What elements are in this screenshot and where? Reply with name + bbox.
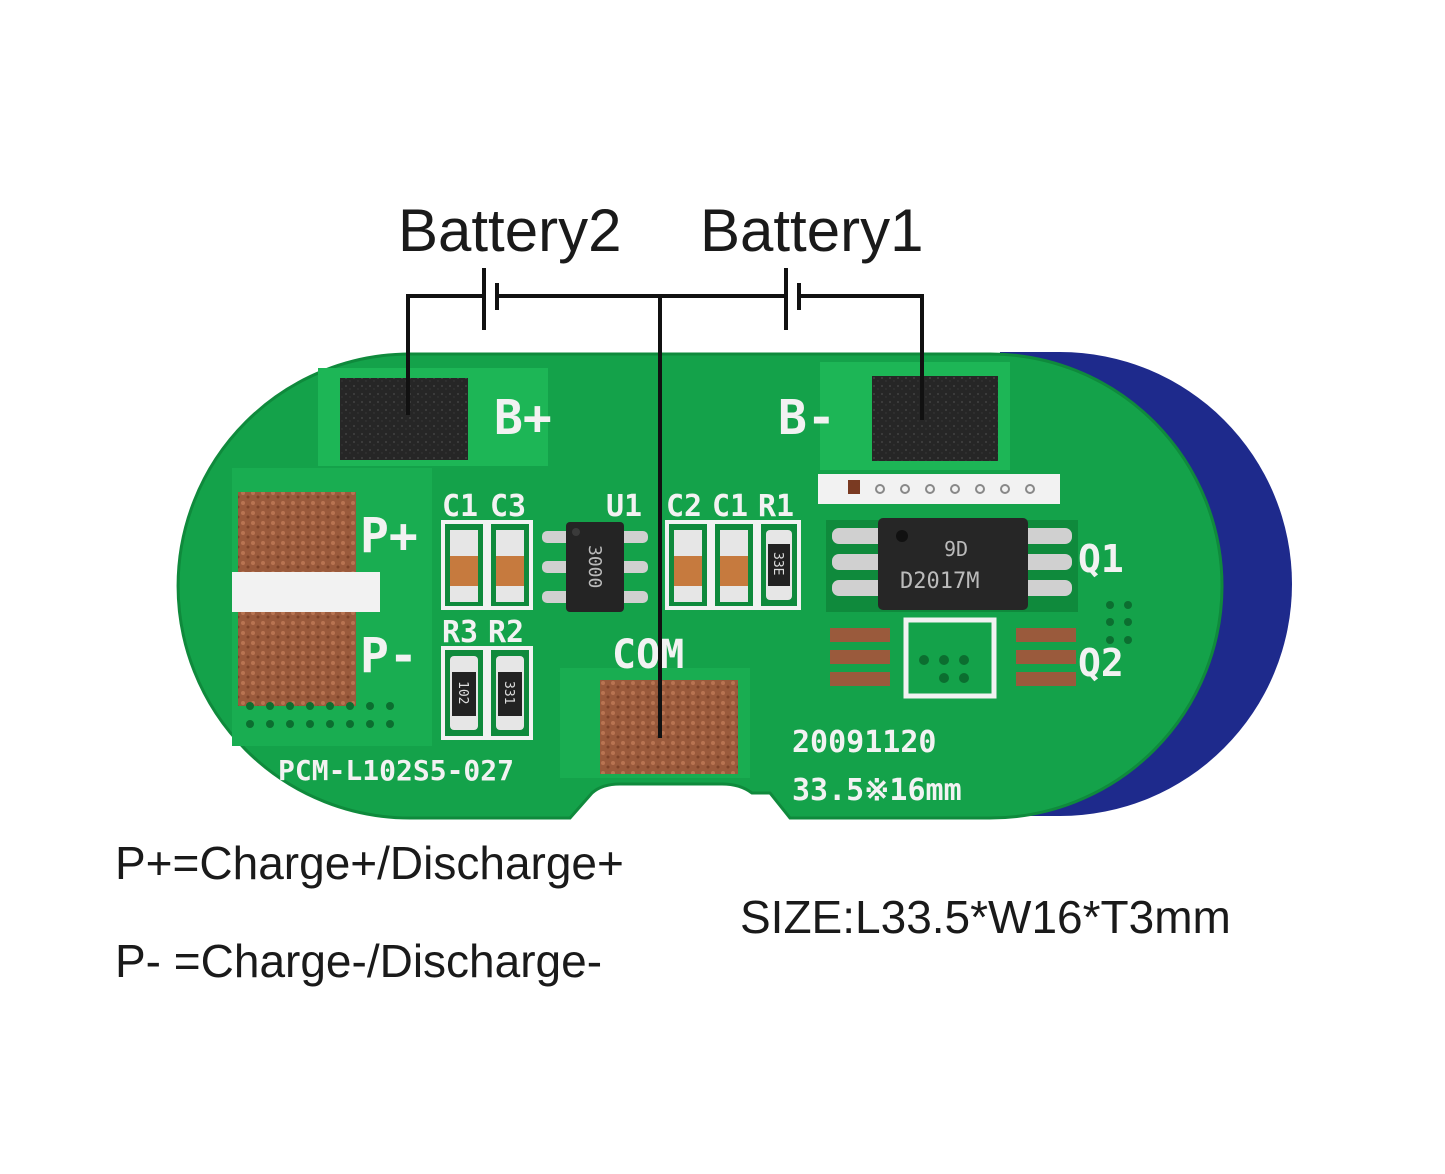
r2-code: 331 (501, 681, 516, 704)
ref-c3: C3 (490, 489, 526, 524)
b-plus-pad (340, 378, 468, 460)
ref-r3: R3 (442, 615, 478, 650)
ref-r1: R1 (758, 489, 794, 524)
legend-size: SIZE:L33.5*W16*T3mm (740, 891, 1231, 943)
pad-label-p-plus: P+ (360, 508, 418, 564)
b-minus-pad (872, 376, 998, 461)
resistor-r1: 33E (757, 520, 801, 610)
battery2-label: Battery2 (398, 197, 622, 264)
battery1-label: Battery1 (700, 197, 924, 264)
mosfet-q1: 9D D2017M (826, 518, 1078, 612)
com-pad (600, 680, 738, 774)
silkscreen-labels: B+ B- P+ P- COM C1 C3 U1 C2 C1 R1 R3 R2 … (278, 390, 1124, 808)
wire-b-minus (799, 294, 924, 420)
ref-q2: Q2 (1078, 641, 1124, 685)
resistor-r3: 102 (441, 646, 487, 740)
ref-c1-right: C1 (712, 489, 748, 524)
board-dimensions: 33.5※16mm (792, 773, 962, 808)
wire-b-plus (406, 294, 484, 415)
capacitor-c1-left (441, 520, 487, 610)
pad-label-p-minus: P- (360, 628, 418, 684)
right-vias (1106, 601, 1132, 644)
board-model: PCM-L102S5-027 (278, 754, 514, 787)
resistor-r2: 331 (487, 646, 533, 740)
pad-label-com: COM (612, 632, 684, 678)
ic-u1: 3000 (542, 522, 648, 612)
legend-p-minus: P- =Charge-/Discharge- (115, 935, 603, 987)
board-date: 20091120 (792, 725, 937, 760)
pad-label-b-plus: B+ (494, 390, 552, 446)
solder-blob (848, 480, 860, 494)
solder-strip-holes (875, 484, 1035, 494)
capacitor-c3 (487, 520, 533, 610)
mosfet-q2-footprint (830, 617, 1076, 699)
pad-label-b-minus: B- (778, 390, 836, 446)
q1-marking-top: 9D (944, 537, 968, 561)
ref-q1: Q1 (1078, 537, 1124, 581)
r3-code: 102 (455, 681, 470, 704)
r1-code: 33E (770, 552, 785, 575)
ref-c1-left: C1 (442, 489, 478, 524)
q1-marking-bottom: D2017M (900, 569, 979, 594)
p-divider-strip (232, 572, 380, 612)
capacitor-c2 (665, 520, 711, 610)
p-minus-pad (238, 612, 356, 706)
p-plus-pad (238, 492, 356, 574)
u1-marking: 3000 (584, 545, 605, 588)
legend-p-plus: P+=Charge+/Discharge+ (115, 837, 624, 889)
ref-c2: C2 (666, 489, 702, 524)
ref-u1: U1 (606, 489, 642, 524)
ref-r2: R2 (488, 615, 524, 650)
battery-wiring (406, 268, 924, 738)
capacitor-c1-right (711, 520, 757, 610)
via-row (246, 702, 394, 728)
